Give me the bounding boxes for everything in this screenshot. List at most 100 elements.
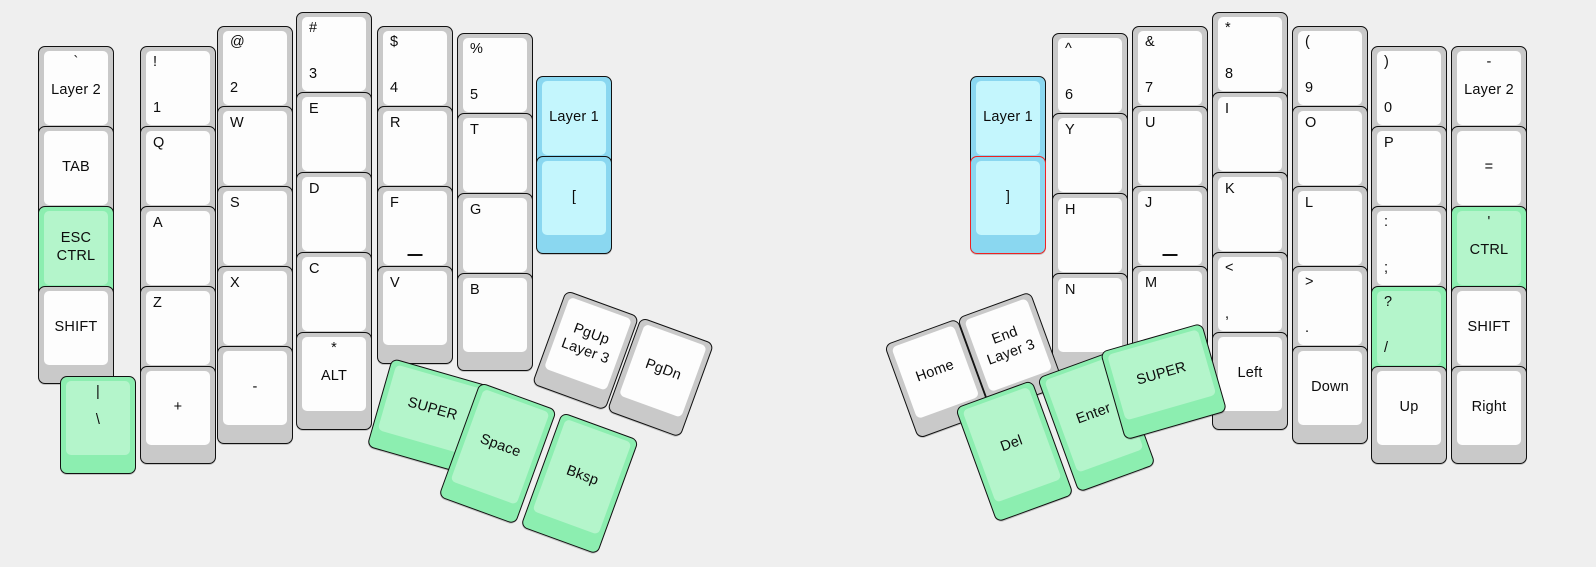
key-cap: E [302,97,366,171]
key-[interactable]: |\ [60,376,136,474]
key-cap: ?/ [1377,291,1441,365]
key-cap: @2 [223,31,287,105]
key-legend: L [1305,195,1314,211]
key-legend: Q [153,135,165,151]
key-cap: !1 [146,51,210,125]
key-legend: Right [1471,399,1507,416]
key-shift[interactable]: SHIFT [38,286,114,384]
key-legend-base: CTRL [1469,241,1509,258]
key-v[interactable]: V [377,266,453,364]
key-legend: N [1065,282,1076,298]
key-legend-base: 7 [1145,80,1154,97]
key-cap: = [1457,131,1521,205]
key-cap: Left [1218,337,1282,411]
key-[interactable]: ] [970,156,1046,254]
key-legend-base: 4 [390,80,399,97]
key-legend: SUPER [1134,359,1189,389]
key-cap: 'CTRL [1457,211,1521,285]
key-legend-base: . [1305,320,1310,337]
key-cap: :; [1377,211,1441,285]
key-legend: ] [1005,189,1011,206]
key-legend: S [230,195,240,211]
key-legend: Up [1399,399,1419,416]
key-legend: Layer 1 [983,109,1033,126]
key-legend: TAB [62,159,90,176]
key-cap: U [1138,111,1202,185]
key-cap: Up [1377,371,1441,445]
key-left[interactable]: Left [1212,332,1288,430]
key-legend-base: ; [1384,260,1389,277]
key-cap: I [1218,97,1282,171]
key-cap: (9 [1298,31,1362,105]
key-legend-base: ALT [320,367,348,384]
key-cap: - [223,351,287,425]
key-legend-shifted: & [1145,34,1155,50]
key-legend: ESC CTRL [56,230,96,264]
key-cap: O [1298,111,1362,185]
key-legend-shifted: ( [1305,34,1311,50]
key-down[interactable]: Down [1292,346,1368,444]
key-y[interactable]: Y [1052,113,1128,211]
key-legend: T [470,122,480,138]
key-[interactable]: [ [536,156,612,254]
key-legend-base: \ [95,411,101,428]
key-legend: F [390,195,400,211]
key-[interactable]: + [140,366,216,464]
key-cap: S [223,191,287,265]
key-legend: M [1145,275,1158,291]
key-legend-base: 8 [1225,66,1234,83]
key-8[interactable]: *8 [1212,12,1288,110]
key-legend: Bksp [564,462,601,490]
key-cap: K [1218,177,1282,251]
key-legend-base: 0 [1384,100,1393,117]
key-legend: + [173,399,183,416]
key-legend-shifted: @ [230,34,245,50]
key-legend-base: / [1384,340,1389,357]
key-cap: T [463,118,527,192]
key-cap: P [1377,131,1441,205]
key-legend: Layer 1 [549,109,599,126]
key-cap: &7 [1138,31,1202,105]
key-cap: W [223,111,287,185]
key-legend: Down [1311,379,1349,396]
homing-nub [1162,254,1178,256]
key-cap: F [383,191,447,265]
key-cap: `Layer 2 [44,51,108,125]
key-cap: R [383,111,447,185]
key-cap: N [1058,278,1122,352]
key-alt[interactable]: * ALT [296,332,372,430]
key-legend-shifted: > [1305,274,1314,290]
key-up[interactable]: Up [1371,366,1447,464]
key-legend-base: 1 [153,100,162,117]
key-legend: Home [913,357,957,386]
key-cap: H [1058,198,1122,272]
key-cap: A [146,211,210,285]
key-legend: V [390,275,400,291]
key-cap: *8 [1218,17,1282,91]
key-s[interactable]: S [217,186,293,284]
key-legend: H [1065,202,1076,218]
key-right[interactable]: Right [1451,366,1527,464]
key-legend: End Layer 3 [984,323,1038,369]
key-b[interactable]: B [457,273,533,371]
key-cap: Down [1298,351,1362,425]
key-cap: L [1298,191,1362,265]
key-legend-shifted: * [331,340,337,356]
key-cap: X [223,271,287,345]
key-legend-shifted: ) [1384,54,1390,70]
key-legend: [ [571,189,577,206]
key-legend: P [1384,135,1394,151]
key-legend-base: 9 [1305,80,1314,97]
key-legend: B [470,282,480,298]
key-cap: + [146,371,210,445]
key-[interactable]: - [217,346,293,444]
key-legend-base: Layer 2 [1464,81,1514,98]
key-legend: D [309,181,320,197]
key-cap: [ [542,161,606,235]
key-legend-shifted: < [1225,260,1234,276]
key-legend-shifted: ? [1384,294,1393,310]
key-legend: I [1225,101,1230,117]
key-cap: B [463,278,527,352]
key-cap: Q [146,131,210,205]
key-legend-base: 6 [1065,87,1074,104]
